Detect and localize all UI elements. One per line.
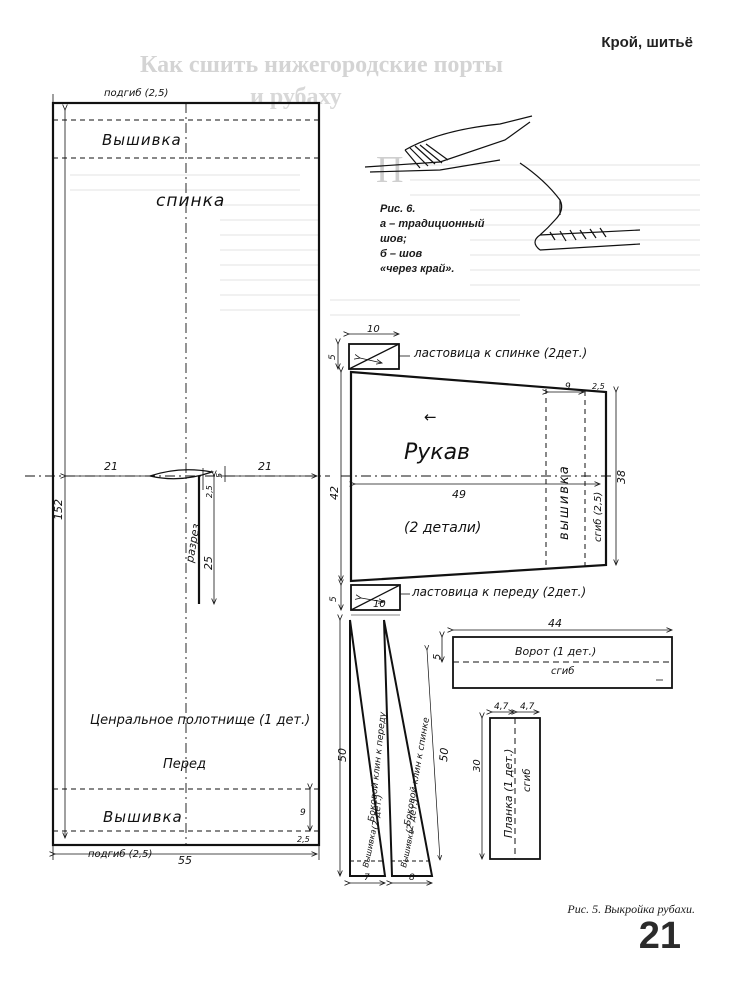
sleeve-length-dim: 49 — [452, 488, 466, 501]
gusset-back-height: 5 — [328, 354, 338, 360]
hem-bottom-dim: 2,5 — [297, 835, 310, 844]
figure6-caption-b: б – шов — [380, 248, 423, 260]
sleeve-fold: сгиб (2,5) — [592, 492, 604, 542]
sleeve-embroidery: вышивка — [557, 464, 572, 540]
gusset-front-label: ластовица к переду (2дет.) — [411, 585, 586, 599]
section-title: Крой, шитьё — [601, 34, 693, 51]
hem-top-label: подгиб (2,5) — [104, 87, 168, 99]
slit-dim: 25 — [202, 556, 215, 570]
embroidery-bottom-label: Вышивка — [103, 808, 183, 826]
page-number: 21 — [638, 915, 681, 957]
side-gusset-back-length: 50 — [437, 747, 451, 762]
placket-label: Планка (1 дет.) — [502, 749, 515, 838]
central-panel-label: Ценральное полотнище (1 дет.) — [90, 713, 310, 728]
figure6-caption: Рис. 6. а – традиционный шов; б – шов «ч… — [380, 202, 484, 277]
sleeve-arrow: ← — [424, 408, 437, 426]
figure6-caption-a2: шов; — [380, 233, 407, 245]
placket — [482, 712, 541, 860]
placket-fold: сгиб — [521, 769, 533, 792]
figure6-seam-sketches — [364, 115, 641, 251]
figure6-caption-a: а – традиционный — [380, 218, 485, 230]
collar-width: 44 — [548, 617, 562, 630]
sleeve-height-left-dim: 42 — [328, 486, 341, 500]
width-right-dim: 21 — [258, 460, 272, 473]
side-gusset-embroidery-a: Вышивка — [361, 829, 378, 869]
length-dim: 152 — [52, 499, 65, 520]
side-gusset-front-count: (2 дет.) — [371, 794, 385, 830]
gusset-front — [341, 585, 410, 616]
figure6-caption-b2: «через край». — [380, 263, 455, 275]
background-title-line1: Как сшить нижегородские порты — [140, 52, 503, 78]
front-label: Перед — [163, 757, 206, 772]
background-title-line2: и рубаху — [250, 84, 342, 110]
back-label: спинка — [156, 191, 225, 211]
placket-length: 30 — [472, 759, 483, 772]
gusset-back — [338, 334, 410, 370]
embroidery-bottom-dim: 9 — [300, 808, 306, 818]
sleeve-fold-dim: 2,5 — [592, 382, 605, 391]
width-left-dim: 21 — [104, 460, 118, 473]
sleeve-title: Рукав — [404, 440, 470, 465]
sleeve-embroidery-dim: 9 — [565, 382, 571, 392]
collar — [442, 630, 673, 689]
bottom-width-dim: 55 — [178, 854, 192, 867]
embroidery-top-label: Вышивка — [102, 131, 182, 149]
neck-dim-a: 2,5 — [205, 485, 214, 498]
figure6-caption-title: Рис. 6. — [380, 203, 416, 215]
background-text-ghost — [70, 164, 700, 316]
placket-dim-a: 4,7 — [494, 702, 509, 712]
side-gusset-back-width: 8 — [409, 873, 415, 883]
side-gusset-front-width: 7 — [364, 873, 370, 883]
side-gusset-front-length: 50 — [336, 748, 349, 762]
neck-dim-b: 5 — [215, 473, 224, 478]
placket-dim-b: 4,7 — [520, 702, 535, 712]
gusset-front-height: 5 — [329, 596, 339, 602]
sleeve-height-right-dim: 38 — [615, 470, 628, 484]
gusset-back-width: 10 — [367, 324, 380, 335]
side-gussets — [340, 620, 440, 883]
main-panel — [25, 94, 330, 860]
collar-height: 5 — [432, 654, 443, 660]
gusset-back-label: ластовица к спинке (2дет.) — [413, 346, 587, 360]
sleeve-count: (2 детали) — [404, 520, 481, 536]
collar-label: Ворот (1 дет.) — [515, 645, 596, 658]
hem-bottom-label: подгиб (2,5) — [88, 848, 152, 860]
gusset-front-width: 10 — [373, 599, 386, 610]
collar-fold: сгиб — [551, 665, 574, 677]
sleeve — [341, 372, 616, 583]
figure5-caption: Рис. 5. Выкройка рубахи. — [567, 902, 695, 916]
side-gusset-embroidery-b: Вышивка — [399, 829, 416, 869]
background-drop-cap: П — [376, 149, 404, 191]
